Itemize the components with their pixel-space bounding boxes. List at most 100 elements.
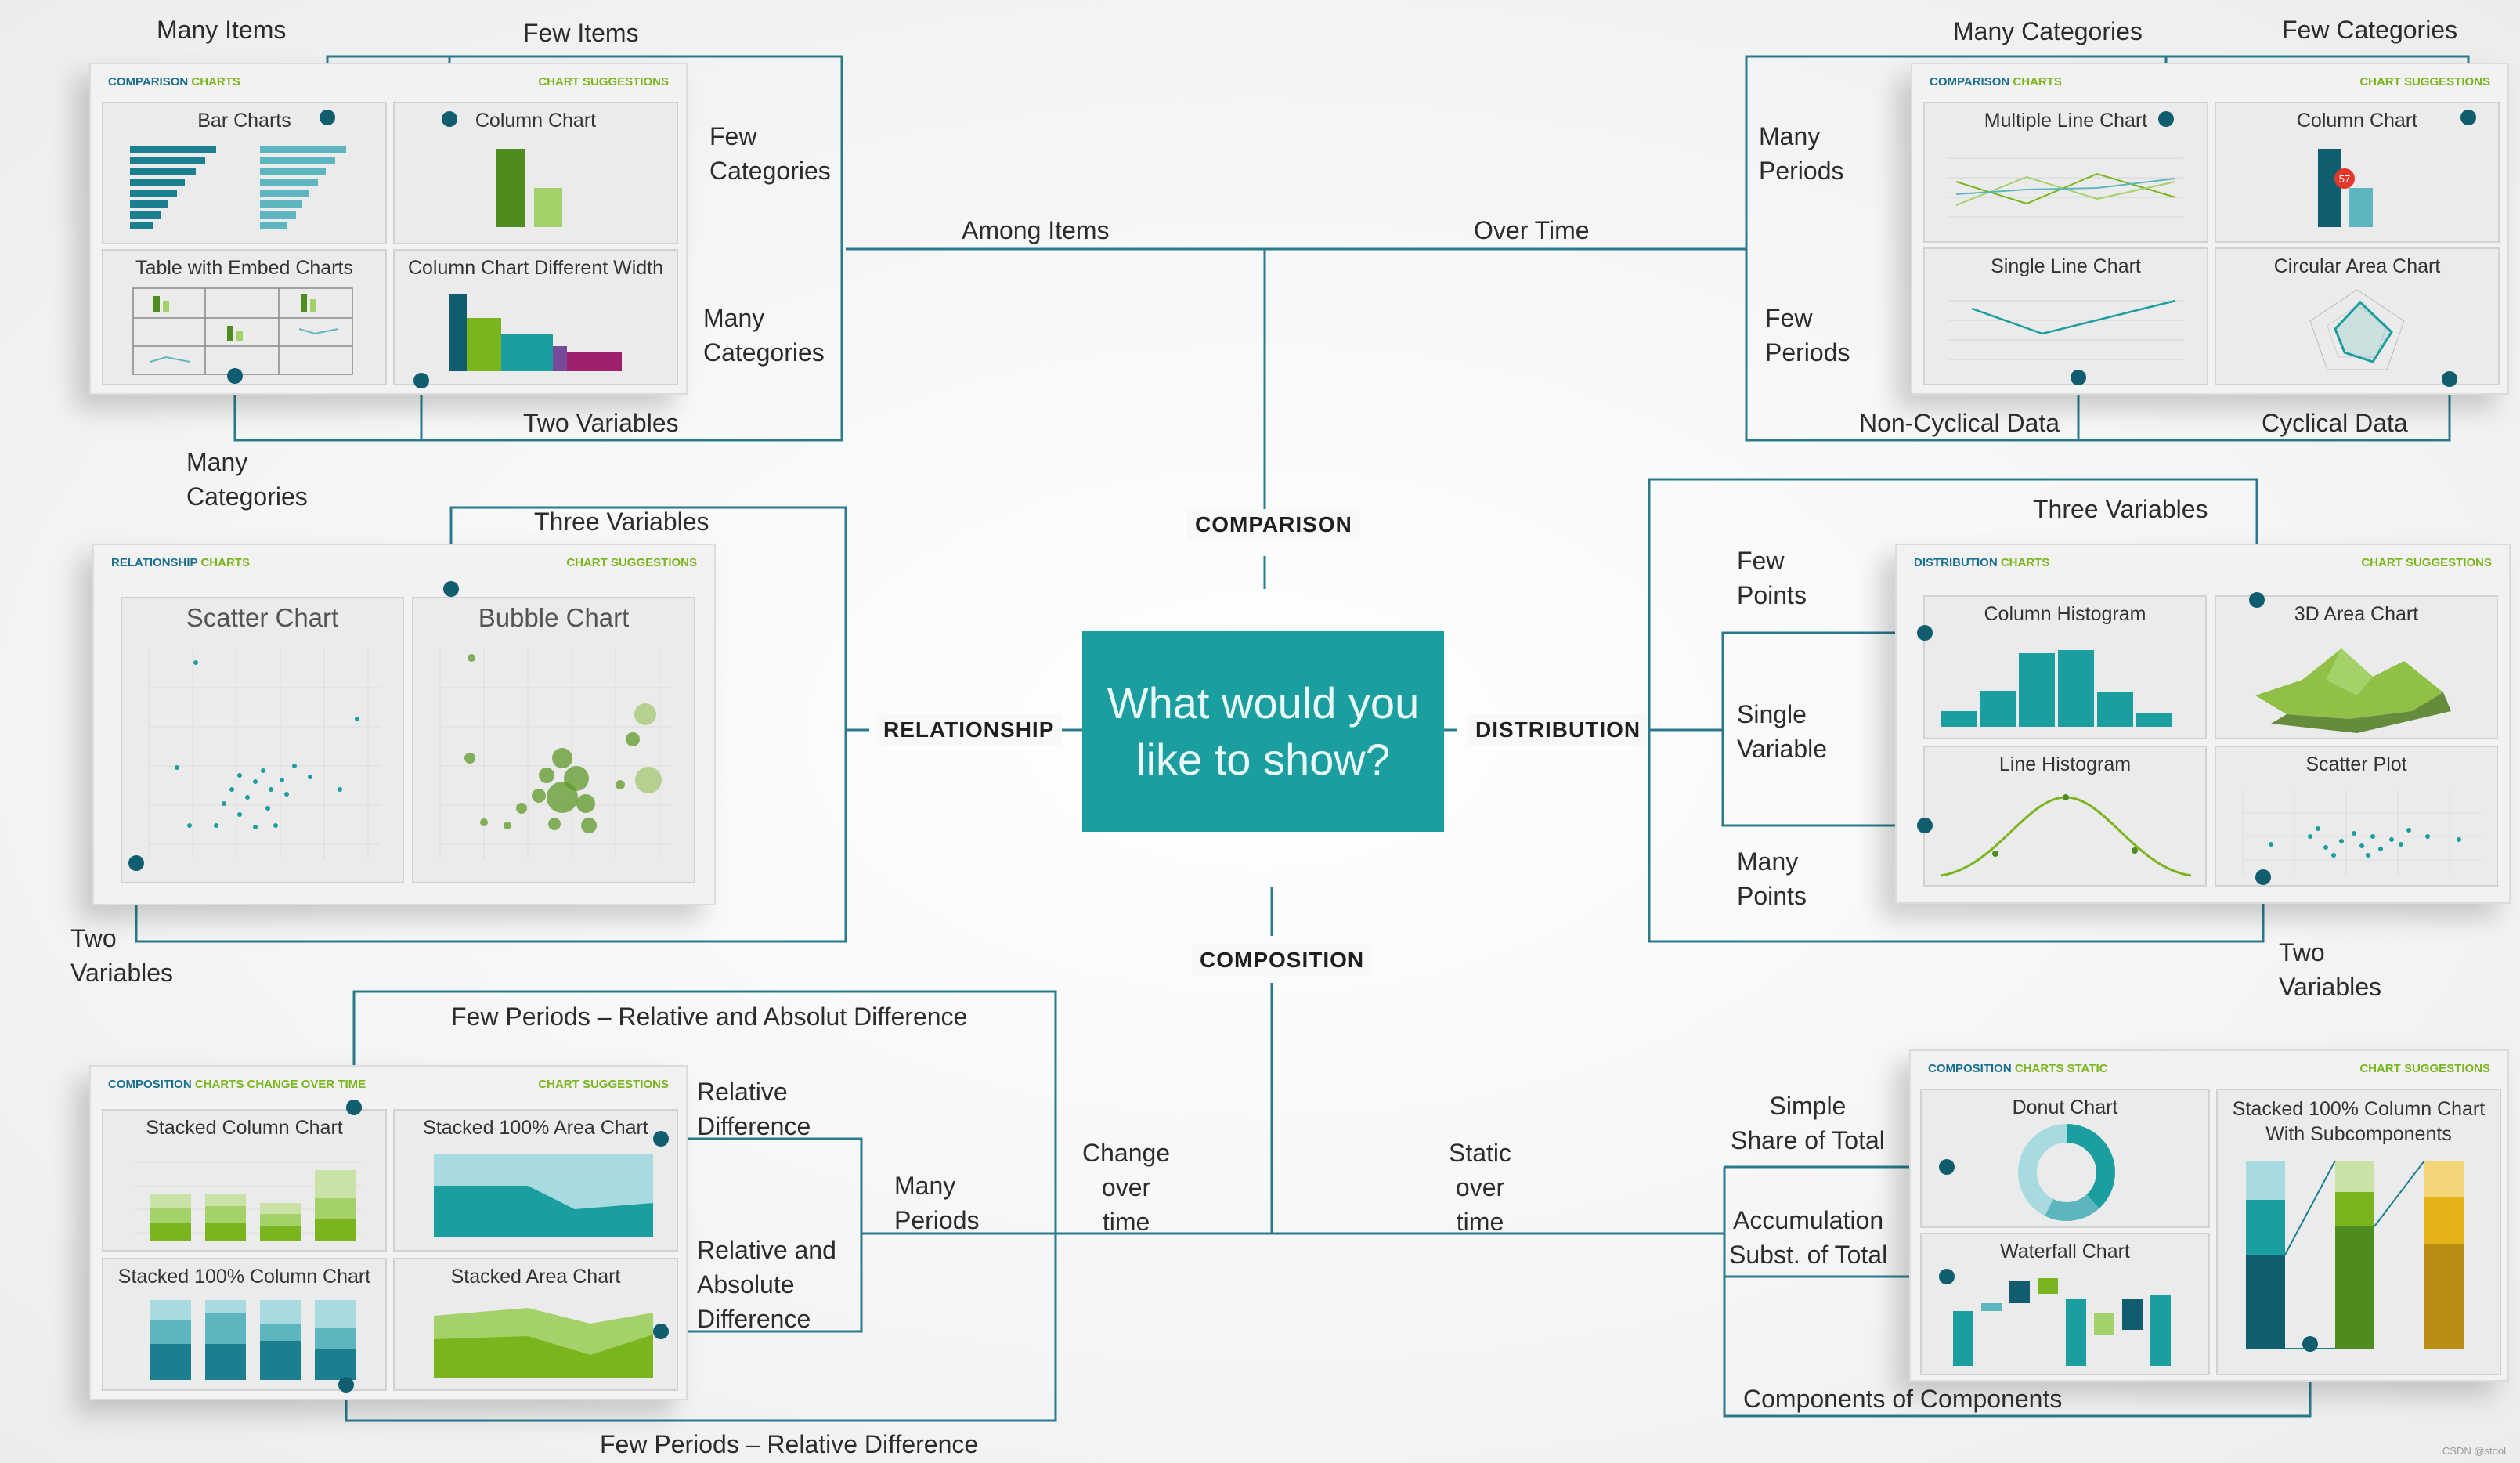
connector-dot (346, 1100, 362, 1115)
label-among-items: Among Items (962, 216, 1110, 244)
card-stacked-column: Stacked Column Chart (102, 1109, 387, 1252)
connector-dot (1917, 818, 1933, 833)
card-title: Table with Embed Charts (135, 257, 353, 279)
panel-header-left: COMPOSITION CHARTS CHANGE OVER TIME (108, 1078, 366, 1091)
label-two-variables: Two Variables (523, 409, 679, 437)
stacked-subcomponents-thumbnail (2246, 1160, 2464, 1349)
label-many-categories: Many Categories (703, 304, 825, 367)
card-donut-chart: Donut Chart (1920, 1089, 2210, 1228)
card-title: Stacked 100% Column Chart (117, 1266, 371, 1288)
label-rel-three-variables: Three Variables (534, 508, 709, 536)
label-few-periods-rel: Few Periods – Relative Difference (600, 1430, 979, 1458)
card-single-line-chart: Single Line Chart (1923, 247, 2208, 385)
card-stacked-100-subcomponents: Stacked 100% Column Chart With Subcompon… (2216, 1089, 2501, 1375)
card-column-chart: Column Chart (393, 102, 678, 244)
stacked-area-thumbnail (434, 1308, 653, 1378)
distribution-panel: DISTRIBUTION CHARTS CHART SUGGESTIONS Co… (1895, 544, 2511, 904)
label-single-variable: Single Variable (1737, 700, 1828, 763)
card-title: Stacked Column Chart (146, 1117, 343, 1139)
multiple-line-thumbnail (1948, 157, 2183, 218)
card-stacked-100-column: Stacked 100% Column Chart (102, 1258, 387, 1391)
card-title: Scatter Plot (2305, 753, 2407, 775)
card-title: Stacked 100% Area Chart (423, 1117, 648, 1139)
card-column-chart-time: Column Chart 57 (2215, 102, 2500, 243)
relationship-panel: RELATIONSHIP CHARTS CHART SUGGESTIONS Sc… (92, 544, 716, 905)
label-few-points: Few Points (1737, 547, 1807, 609)
panel-header-right: CHART SUGGESTIONS (2359, 75, 2490, 89)
card-title: Multiple Line Chart (1984, 110, 2148, 132)
card-scatter-chart: Scatter Chart (121, 597, 404, 883)
scatter-thumbnail (148, 648, 381, 860)
panel-header-right: CHART SUGGESTIONS (538, 1078, 669, 1091)
label-simple-share: Simple Share of Total (1731, 1092, 1885, 1154)
category-relationship: RELATIONSHIP (876, 714, 1063, 746)
category-distribution: DISTRIBUTION (1468, 714, 1649, 746)
card-title: Column Chart (475, 110, 597, 132)
column-badge-value: 57 (2339, 173, 2350, 185)
label-many-points: Many Points (1737, 847, 1807, 910)
panel-header-left: COMPARISON CHARTS (108, 75, 240, 89)
connector-dot (443, 581, 459, 597)
label-change-over-time: Change over time (1082, 1139, 1171, 1236)
label-relative-absolute: Relative and Absolute Difference (697, 1236, 836, 1333)
watermark: CSDN @stool (2442, 1445, 2506, 1457)
card-title: Scatter Chart (186, 603, 339, 632)
label-many-items: Many Items (157, 16, 287, 44)
connector-dot (2255, 869, 2271, 885)
label-over-time: Over Time (1474, 216, 1590, 244)
label-static-over-time: Static over time (1449, 1139, 1512, 1236)
card-circular-area-chart: Circular Area Chart (2215, 247, 2500, 385)
connector-dot (413, 373, 429, 388)
card-title: Waterfall Chart (2000, 1241, 2130, 1263)
card-title: Column Chart (2296, 110, 2418, 132)
label-many-periods-comp: Many Periods (894, 1172, 980, 1234)
card-title: Column Chart Different Width (407, 257, 664, 279)
connector-dot (653, 1324, 669, 1339)
connector-dot (2158, 111, 2174, 127)
connector-dot (227, 368, 243, 384)
connector-dot (320, 110, 335, 125)
column-different-width-thumbnail (449, 294, 622, 371)
card-title: Stacked 100% Column Chart With Subcompon… (2232, 1098, 2486, 1145)
card-table-embed-charts: Table with Embed Charts (102, 249, 387, 385)
comparison-items-panel: COMPARISON CHARTS CHART SUGGESTIONS Bar … (89, 63, 688, 395)
label-non-cyclical: Non-Cyclical Data (1859, 409, 2060, 437)
label-few-periods-rel-abs: Few Periods – Relative and Absolut Diffe… (451, 1002, 968, 1031)
connector-dot (1917, 625, 1933, 641)
label-components: Components of Components (1743, 1385, 2063, 1413)
card-stacked-100-area: Stacked 100% Area Chart (393, 1109, 678, 1252)
connector-dot (1939, 1269, 1955, 1284)
connector-dot (2071, 370, 2086, 385)
connector-dot (2249, 592, 2265, 608)
label-dist-two-variables: Two Variables (2279, 938, 2382, 1001)
scatter-plot-thumbnail (2242, 789, 2482, 876)
panel-header-left: DISTRIBUTION CHARTS (1914, 556, 2050, 569)
label-many-categories-bottom: Many Categories (186, 448, 308, 511)
connector-dot (2442, 371, 2457, 387)
panel-header-left: RELATIONSHIP CHARTS (111, 556, 250, 569)
column-histogram-thumbnail (1941, 650, 2172, 727)
label-few-categories-top: Few Categories (2282, 16, 2458, 44)
stacked-100-column-thumbnail (150, 1300, 356, 1380)
label-rel-two-variables: Two Variables (70, 924, 174, 987)
card-title: Bubble Chart (478, 603, 630, 632)
panel-header-right: CHART SUGGESTIONS (2359, 1062, 2490, 1075)
card-title: Column Histogram (1984, 603, 2146, 625)
label-many-categories-top: Many Categories (1953, 17, 2143, 45)
label-dist-three-variables: Three Variables (2033, 495, 2208, 523)
card-column-different-width: Column Chart Different Width (393, 249, 678, 385)
composition-static-panel: COMPOSITION CHARTS STATIC CHART SUGGESTI… (1909, 1049, 2509, 1382)
circular-area-thumbnail (2309, 289, 2405, 370)
connector-dot (442, 111, 457, 127)
donut-thumbnail (2018, 1124, 2115, 1221)
label-cyclical: Cyclical Data (2262, 409, 2408, 437)
label-few-periods: Few Periods (1765, 304, 1850, 367)
card-title: 3D Area Chart (2294, 603, 2419, 625)
bar-charts-thumbnail (130, 146, 346, 229)
column-chart-time-thumbnail: 57 (2318, 149, 2373, 227)
3d-area-thumbnail (2255, 648, 2451, 733)
category-composition: COMPOSITION (1192, 945, 1373, 976)
card-line-histogram: Line Histogram (1923, 746, 2207, 887)
composition-change-panel: COMPOSITION CHARTS CHANGE OVER TIME CHAR… (89, 1065, 688, 1400)
card-stacked-area: Stacked Area Chart (393, 1258, 678, 1391)
